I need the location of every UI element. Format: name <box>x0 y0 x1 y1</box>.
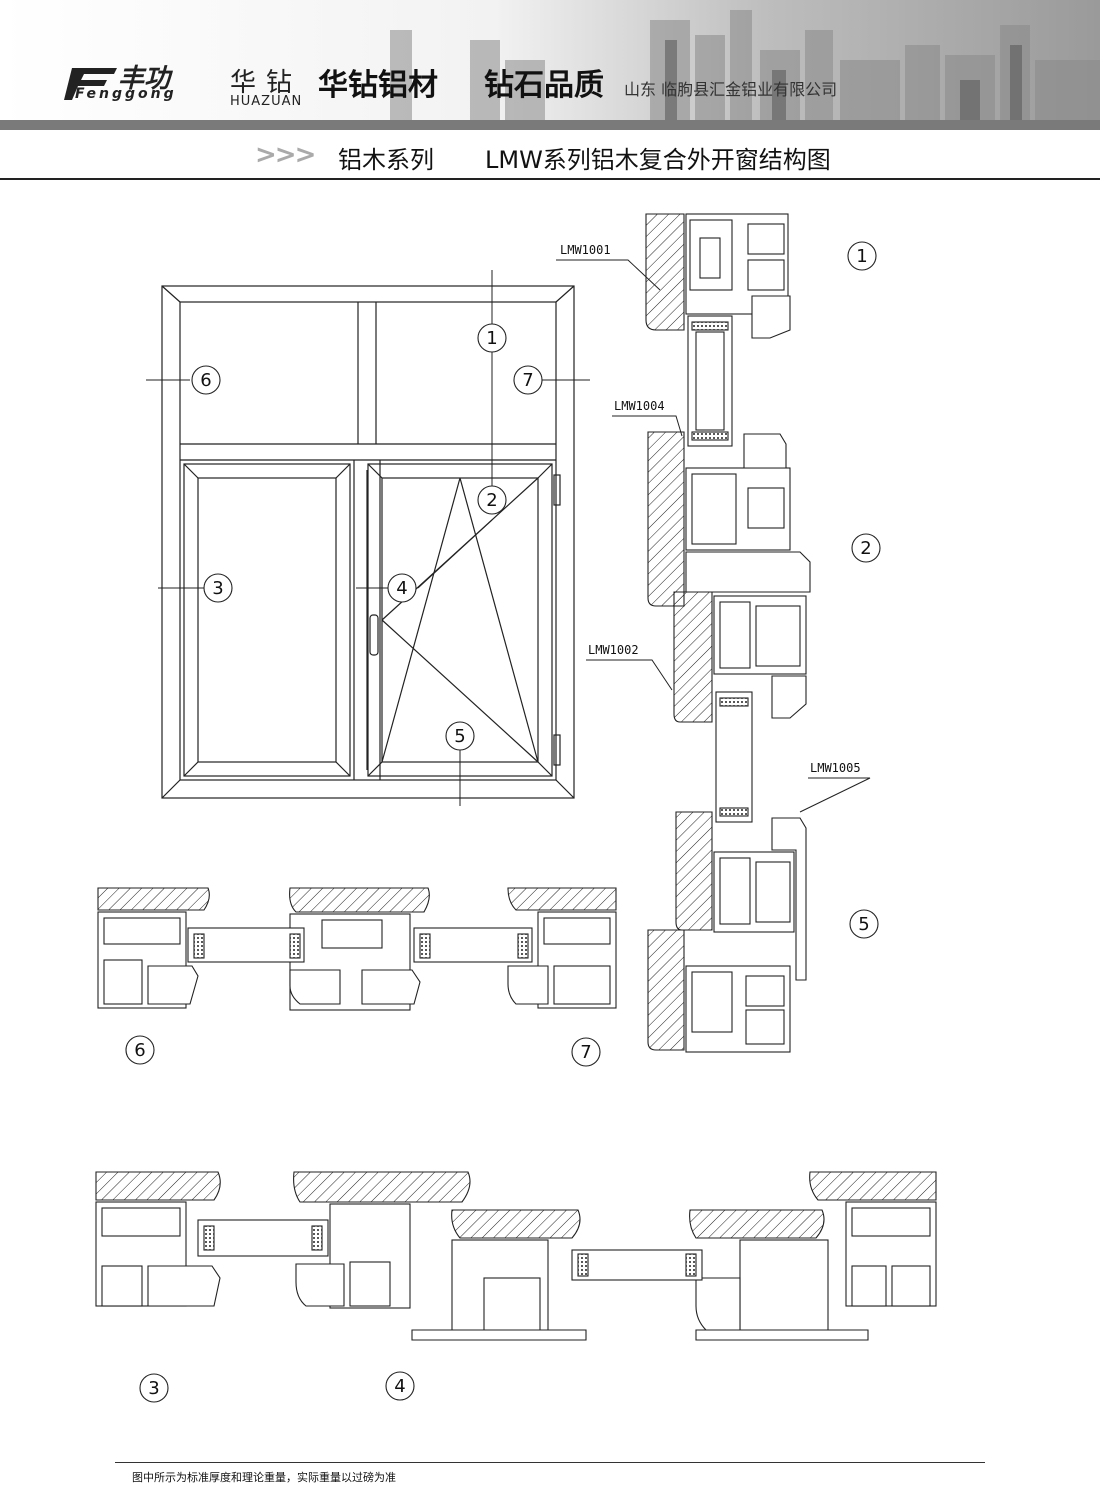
elevation-leaders <box>146 270 590 806</box>
horizontal-section-3-4 <box>95 1171 937 1341</box>
section-callout-7: 7 <box>580 1042 591 1063</box>
city-skyline-image <box>0 10 1100 130</box>
inner-frame <box>179 301 557 781</box>
horizontal-section-6-7 <box>97 887 617 1011</box>
section-callout-6: 6 <box>134 1040 145 1061</box>
title-bar <box>0 130 1100 180</box>
outer-frame <box>161 285 575 799</box>
callout-4: 4 <box>396 578 407 599</box>
section-callout-4: 4 <box>394 1376 405 1397</box>
series-title: 铝木系列 <box>338 146 434 174</box>
fenggong-logo <box>64 68 117 100</box>
logo-text: 丰功 <box>118 64 171 94</box>
window-elevation <box>161 285 575 799</box>
arrows-icon: >>> <box>255 140 316 170</box>
callout-7: 7 <box>522 370 533 391</box>
label-lmw1005: LMW1005 <box>810 761 861 775</box>
label-lmw1004: LMW1004 <box>614 399 665 413</box>
vertical-section <box>645 213 811 1053</box>
section-callout-1: 1 <box>856 246 867 267</box>
footer-divider <box>115 1462 985 1463</box>
callout-6: 6 <box>200 370 211 391</box>
callout-5: 5 <box>454 726 465 747</box>
section-callout-3: 3 <box>148 1378 159 1399</box>
label-lmw1001: LMW1001 <box>560 243 611 257</box>
slogan-1: 华钻铝材 <box>318 68 438 103</box>
slogan-2: 钻石品质 <box>484 68 604 103</box>
drawing-title: LMW系列铝木复合外开窗结构图 <box>485 146 831 174</box>
section-callout-5: 5 <box>858 914 869 935</box>
company-name: 山东 临朐县汇金铝业有限公司 <box>624 80 838 99</box>
callout-1: 1 <box>486 328 497 349</box>
page-header: 丰功 Fenggong 华钻 HUAZUAN 华钻铝材 钻石品质 山东 临朐县汇… <box>0 0 1100 130</box>
profile-leaders <box>556 259 871 813</box>
callout-numbers: 1 6 7 2 3 4 5 1 2 5 6 7 3 4 <box>134 246 871 1399</box>
callout-2: 2 <box>486 490 497 511</box>
callout-3: 3 <box>212 578 223 599</box>
section-callout-2: 2 <box>860 538 871 559</box>
brand-english: HUAZUAN <box>230 94 303 109</box>
footnote: 图中所示为标准厚度和理论重量，实际重量以过磅为准 <box>132 1471 396 1484</box>
callout-circles <box>125 241 881 1403</box>
logo-subtext: Fenggong <box>75 86 177 102</box>
brand-chinese: 华钻 <box>230 68 303 98</box>
label-lmw1002: LMW1002 <box>588 643 639 657</box>
